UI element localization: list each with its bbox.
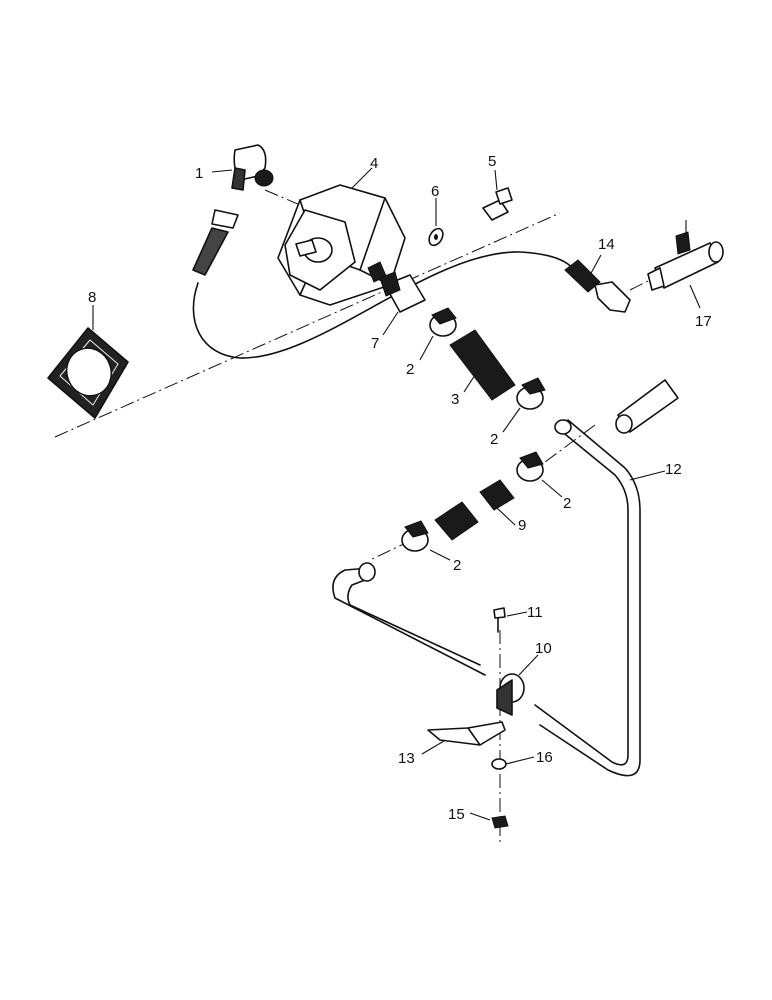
callout-2d: 2	[453, 557, 461, 574]
lock-washer	[491, 758, 507, 770]
suction-pipe	[332, 562, 486, 676]
callout-3: 3	[451, 391, 459, 408]
callout-1: 1	[195, 165, 203, 182]
callout-11: 11	[527, 604, 543, 621]
callout-8: 8	[88, 289, 96, 306]
tee-fitting	[647, 231, 724, 291]
callout-13: 13	[398, 750, 415, 767]
bolt	[482, 187, 513, 221]
hose-connector	[379, 271, 426, 313]
callout-17: 17	[695, 313, 712, 330]
callout-4: 4	[370, 155, 378, 172]
tube-stub	[615, 379, 679, 434]
pressure-hose-fitting	[564, 259, 631, 313]
callout-12: 12	[665, 461, 682, 478]
hose-pair	[434, 479, 515, 541]
callout-14: 14	[598, 236, 615, 253]
hose-clamp-d	[401, 520, 429, 552]
callout-5: 5	[488, 153, 496, 170]
callout-2c: 2	[563, 495, 571, 512]
callout-7: 7	[371, 335, 379, 352]
elbow-fitting	[192, 144, 274, 276]
hose-clamp-a	[429, 307, 457, 337]
return-pipe	[534, 419, 641, 777]
callout-2b: 2	[490, 431, 498, 448]
hydraulic-pump	[277, 184, 406, 306]
leader-lines	[92, 167, 701, 821]
hose-clamp-c	[516, 451, 544, 482]
washer	[428, 227, 444, 247]
thin-pipe	[192, 251, 576, 359]
hose-short	[449, 329, 516, 401]
callout-2a: 2	[406, 361, 414, 378]
callout-10: 10	[535, 640, 552, 657]
mounting-plate	[427, 721, 506, 746]
callout-16: 16	[536, 749, 553, 766]
hex-nut	[491, 815, 509, 829]
center-line	[54, 212, 561, 438]
pipe-bracket	[496, 673, 525, 716]
bracket-bolt	[493, 607, 506, 633]
center-line-lower	[544, 424, 596, 463]
callout-15: 15	[448, 806, 465, 823]
center-line-pump	[264, 189, 301, 206]
gasket	[47, 327, 129, 419]
callout-9: 9	[518, 517, 526, 534]
hose-clamp-b	[516, 377, 546, 410]
callout-6: 6	[431, 183, 439, 200]
